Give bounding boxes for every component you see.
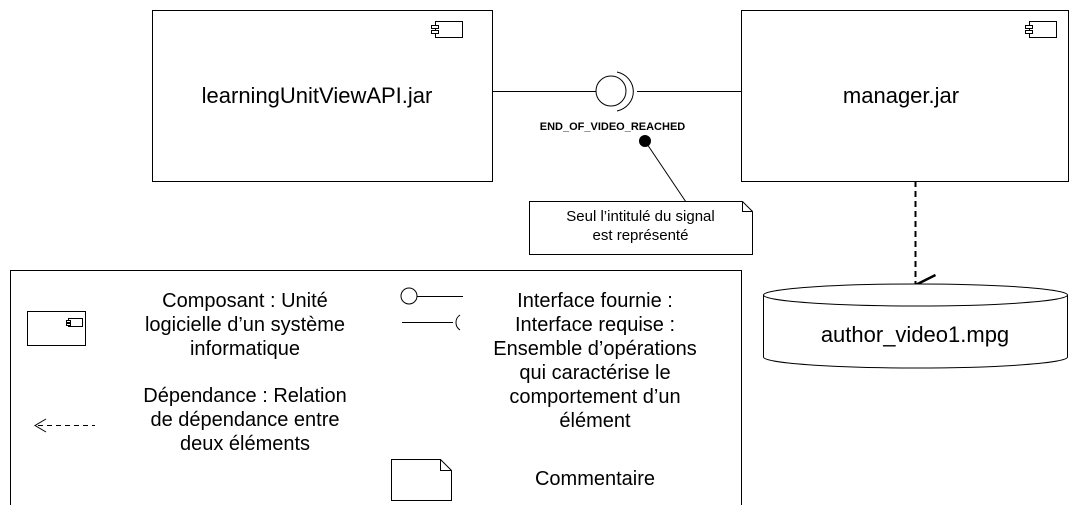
signal-label: END_OF_VIDEO_REACHED bbox=[539, 121, 686, 133]
legend-required-interface-icon bbox=[402, 314, 461, 331]
legend-dependency-text: Dépendance : Relation de dépendance entr… bbox=[143, 385, 347, 455]
required-interface-icon bbox=[616, 71, 634, 112]
legend-comment-icon bbox=[391, 459, 452, 501]
component-box-learning-unit[interactable] bbox=[152, 10, 493, 182]
component-box-manager[interactable] bbox=[741, 10, 1069, 182]
artifact-name: author_video1.mpg bbox=[820, 322, 1010, 347]
legend-component-icon bbox=[27, 311, 86, 346]
provided-interface-icon bbox=[595, 75, 627, 107]
note-text: Seul l’intitulé du signal est représenté bbox=[566, 208, 715, 244]
comment-note[interactable] bbox=[529, 201, 753, 255]
component-name-learning-unit: learningUnitViewAPI.jar bbox=[201, 83, 433, 108]
legend-box bbox=[10, 270, 742, 505]
legend-dependency-icon bbox=[34, 418, 95, 433]
component-name-manager: manager.jar bbox=[842, 83, 960, 108]
legend-component-text: Composant : Unité logicielle d’un systèm… bbox=[144, 290, 346, 360]
note-anchor-line bbox=[644, 140, 689, 206]
component-icon bbox=[431, 21, 463, 38]
interface-connector[interactable] bbox=[492, 71, 741, 112]
legend-comment-text: Commentaire bbox=[534, 468, 656, 490]
component-icon bbox=[1025, 21, 1057, 38]
legend-interface-text: Interface fournie : Interface requise : … bbox=[493, 290, 697, 432]
artifact-cylinder[interactable] bbox=[763, 283, 1068, 369]
legend-provided-interface-icon bbox=[400, 287, 463, 305]
